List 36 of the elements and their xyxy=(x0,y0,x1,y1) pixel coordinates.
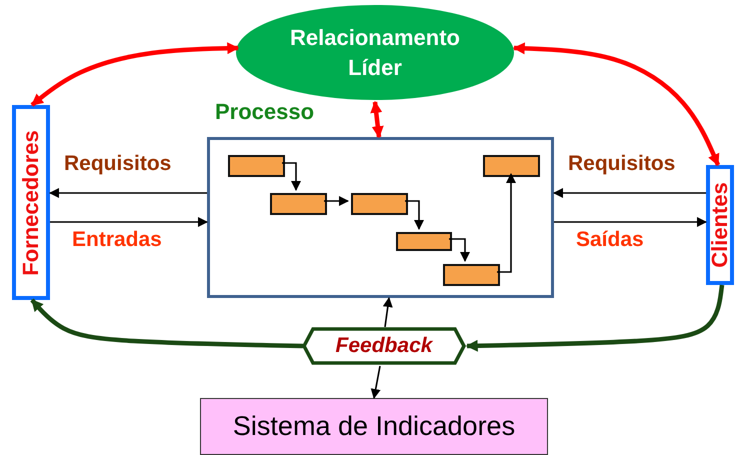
arrow xyxy=(50,217,208,227)
edge-label: Saídas xyxy=(576,228,644,252)
process-heading: Processo xyxy=(215,99,314,125)
indicator-label: Sistema de Indicadores xyxy=(232,411,516,442)
arrow xyxy=(405,200,424,230)
process-step-box xyxy=(483,155,540,177)
arrow xyxy=(370,100,384,138)
supplier-box xyxy=(12,105,50,300)
arrow xyxy=(497,173,516,273)
arrow xyxy=(554,217,707,227)
arrow xyxy=(553,188,706,198)
indicator-box xyxy=(200,398,548,455)
feedback-label: Feedback xyxy=(336,334,432,358)
arrow xyxy=(466,284,724,352)
client-box xyxy=(706,165,734,285)
arrow xyxy=(370,366,381,399)
arrow xyxy=(49,188,207,198)
arrow xyxy=(512,42,720,166)
process-frame xyxy=(207,137,554,298)
process-step-box xyxy=(228,155,285,177)
edge-label: Requisitos xyxy=(568,152,676,176)
arrow xyxy=(382,297,393,328)
process-step-box xyxy=(443,264,500,286)
arrow xyxy=(282,162,301,191)
process-step-box xyxy=(270,193,327,215)
vertical-label: Clientes xyxy=(707,182,733,268)
leader-label: Relacionamento Líder xyxy=(289,24,461,82)
process-step-box xyxy=(351,193,408,215)
arrow xyxy=(30,42,240,107)
arrow xyxy=(324,196,349,206)
arrow xyxy=(449,238,470,262)
process-step-box xyxy=(396,232,452,251)
vertical-label: Fornecedores xyxy=(18,130,44,276)
edge-label: Requisitos xyxy=(64,152,172,176)
edge-label: Entradas xyxy=(72,228,162,252)
arrow xyxy=(30,298,304,348)
